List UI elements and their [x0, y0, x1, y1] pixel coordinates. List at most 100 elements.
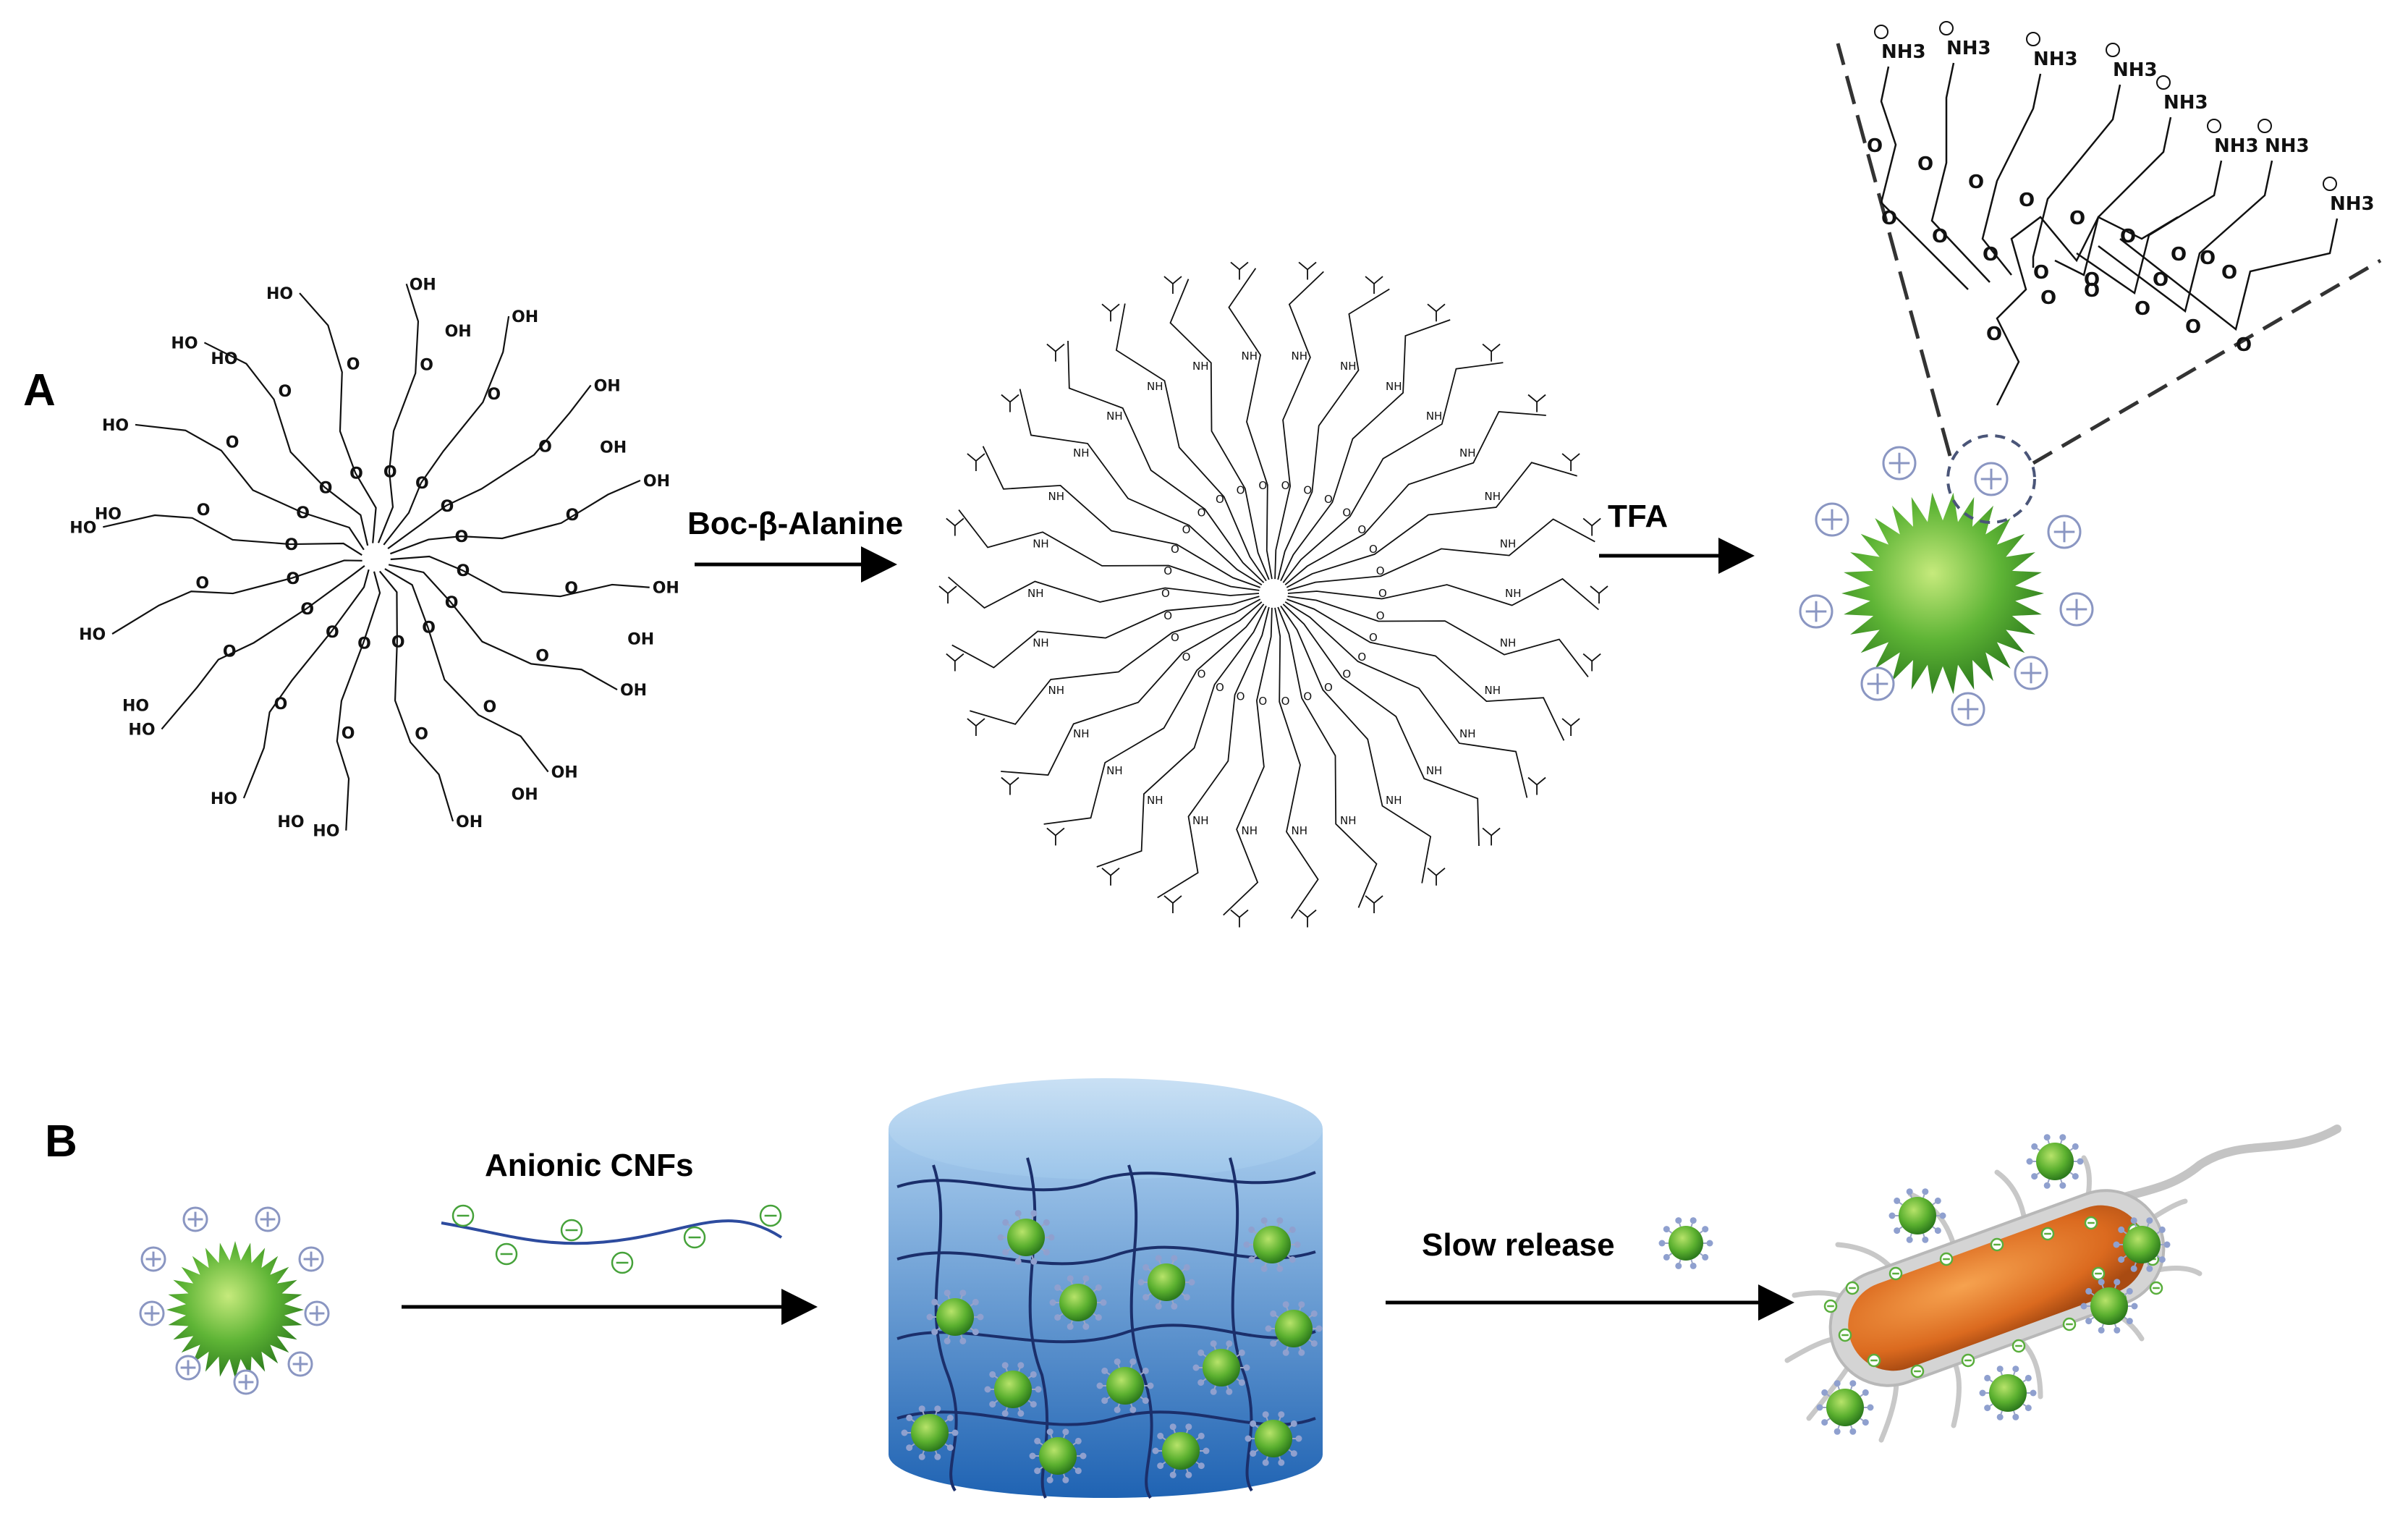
cnf-negative-charge-2 — [560, 1219, 583, 1242]
dendrimer-b-branch-3 — [1286, 598, 1565, 741]
zoom-line-right — [2032, 258, 2382, 465]
ester-oxygen-label: O — [1986, 323, 2002, 345]
positive-charge-a-9 — [1860, 666, 1895, 701]
gel-dendrimer-2 — [1243, 1217, 1301, 1272]
tert-butyl-group — [1590, 585, 1608, 604]
dendrimer-a-branch-15 — [387, 384, 592, 550]
hydroxyl-label: HO — [277, 813, 304, 831]
dendron-arm-5 — [2054, 117, 2172, 276]
tert-butyl-group — [946, 653, 965, 672]
network-fiber-5 — [932, 1164, 958, 1492]
dendrimer-a-branch-6 — [242, 569, 370, 799]
tert-butyl-group — [1482, 827, 1501, 846]
ester-oxygen-label: O — [1258, 695, 1267, 708]
dendrimer-a-branch-10 — [135, 423, 365, 551]
positive-charge-a-4 — [1974, 462, 2009, 496]
hydroxyl-label: OH — [512, 786, 538, 804]
tert-butyl-group — [1298, 909, 1317, 928]
hydroxyl-label: HO — [171, 334, 198, 352]
amine-label: NH — [1033, 537, 1049, 550]
ester-oxygen-label: O — [1216, 493, 1224, 506]
tert-butyl-group — [1365, 276, 1383, 295]
dendron-arm-1 — [1880, 66, 1969, 290]
ester-oxygen-label: O — [2019, 190, 2035, 211]
dendrimer-a-branch-11 — [203, 342, 369, 546]
dendrimer-b-branch-10 — [1157, 606, 1270, 899]
ester-oxygen-label: O — [1324, 493, 1333, 506]
amine-label: NH — [1426, 764, 1443, 777]
ammonium-charge — [2156, 75, 2171, 90]
tert-butyl-group — [938, 585, 957, 604]
ester-oxygen-label: O — [1281, 479, 1290, 492]
hydroxyl-label: OH — [551, 764, 578, 782]
hydroxyl-label: HO — [122, 698, 149, 716]
ester-oxygen-label: O — [1171, 543, 1179, 556]
tert-butyl-group — [1427, 868, 1446, 886]
membrane-negative-charge-13 — [1990, 1237, 2004, 1252]
ester-oxygen-label: O — [300, 601, 314, 619]
cnf-negative-charge-6 — [495, 1242, 518, 1266]
gel-dendrimer-6 — [1265, 1301, 1323, 1356]
hydroxyl-label: OH — [620, 682, 647, 700]
amine-label: NH — [1500, 537, 1517, 550]
ester-oxygen-label: O — [1378, 587, 1387, 600]
ammonium-charge — [2323, 177, 2337, 191]
ester-oxygen-label: O — [1376, 564, 1385, 577]
dendrimer-b-branch-24 — [1274, 271, 1324, 580]
ester-oxygen-label: O — [274, 695, 288, 713]
hydroxyl-label: HO — [128, 721, 155, 740]
amine-label: NH — [1386, 794, 1402, 807]
ester-oxygen-label: O — [1357, 651, 1366, 664]
amine-label: NH — [1106, 410, 1123, 423]
bacterium-cell-body — [1848, 1205, 2146, 1371]
amine-label: NH — [1242, 350, 1258, 363]
ester-oxygen-label: O — [1163, 609, 1172, 622]
cnf-negative-charge-4 — [683, 1226, 706, 1249]
ester-oxygen-label: O — [279, 383, 292, 401]
dendrimer-b-branch-13 — [1001, 601, 1263, 776]
ester-oxygen-label: O — [1197, 667, 1206, 680]
hydroxyl-label: HO — [102, 417, 129, 435]
ammonium-label: NH3 — [1881, 41, 1926, 63]
ammonium-charge — [2207, 119, 2221, 133]
ammonium-label: NH3 — [2033, 48, 2078, 70]
ester-oxygen-label: O — [1342, 667, 1351, 680]
ester-oxygen-label: O — [1281, 695, 1290, 708]
ester-oxygen-label: O — [1968, 171, 1984, 193]
ammonium-dendron-structure: NH3OONH3OONH3OONH3OONH3OONH3OONH3OONH3OO… — [1867, 21, 2375, 406]
membrane-negative-charge-17 — [2149, 1281, 2163, 1295]
ester-oxygen-label: O — [487, 386, 501, 404]
gel-dendrimer-10 — [901, 1405, 959, 1460]
dendron-arm-4 — [2032, 84, 2121, 268]
hydroxyl-label: HO — [211, 790, 237, 808]
hydrogel-top — [889, 1078, 1323, 1180]
dendrimer-b-branch-16 — [948, 576, 1260, 609]
dendrimer-b-branch-11 — [1096, 605, 1267, 868]
positive-charge-b-9 — [139, 1300, 165, 1326]
ester-oxygen-label: O — [326, 624, 339, 642]
ammonium-label: NH3 — [2265, 135, 2310, 157]
ester-oxygen-label: O — [566, 507, 580, 525]
amine-label: NH — [1106, 764, 1123, 777]
membrane-negative-charge-5 — [1961, 1353, 1975, 1368]
amine-label: NH — [1048, 684, 1065, 697]
membrane-negative-charge-2 — [1838, 1328, 1852, 1342]
gel-dendrimer-5 — [926, 1290, 984, 1345]
hydroxyl-label: OH — [643, 473, 670, 491]
tert-butyl-group — [1101, 868, 1120, 886]
hydroxyl-label: HO — [95, 505, 122, 523]
amine-label: NH — [1073, 446, 1090, 460]
hydroxyl-label: OH — [410, 276, 436, 294]
tert-butyl-group — [1046, 827, 1065, 846]
positive-charge-a-8 — [1951, 692, 1985, 727]
dendrimer-a-branch-7 — [161, 564, 365, 730]
amine-label: NH — [1291, 350, 1307, 363]
ester-oxygen-label: O — [1197, 507, 1206, 520]
dendrimer-b-branch-23 — [1228, 268, 1273, 580]
positive-charge-b-2 — [182, 1206, 208, 1232]
amine-label: NH — [1505, 587, 1522, 600]
dendrimer-b-branch-5 — [1282, 604, 1480, 847]
ester-oxygen-label: O — [1881, 208, 1897, 229]
